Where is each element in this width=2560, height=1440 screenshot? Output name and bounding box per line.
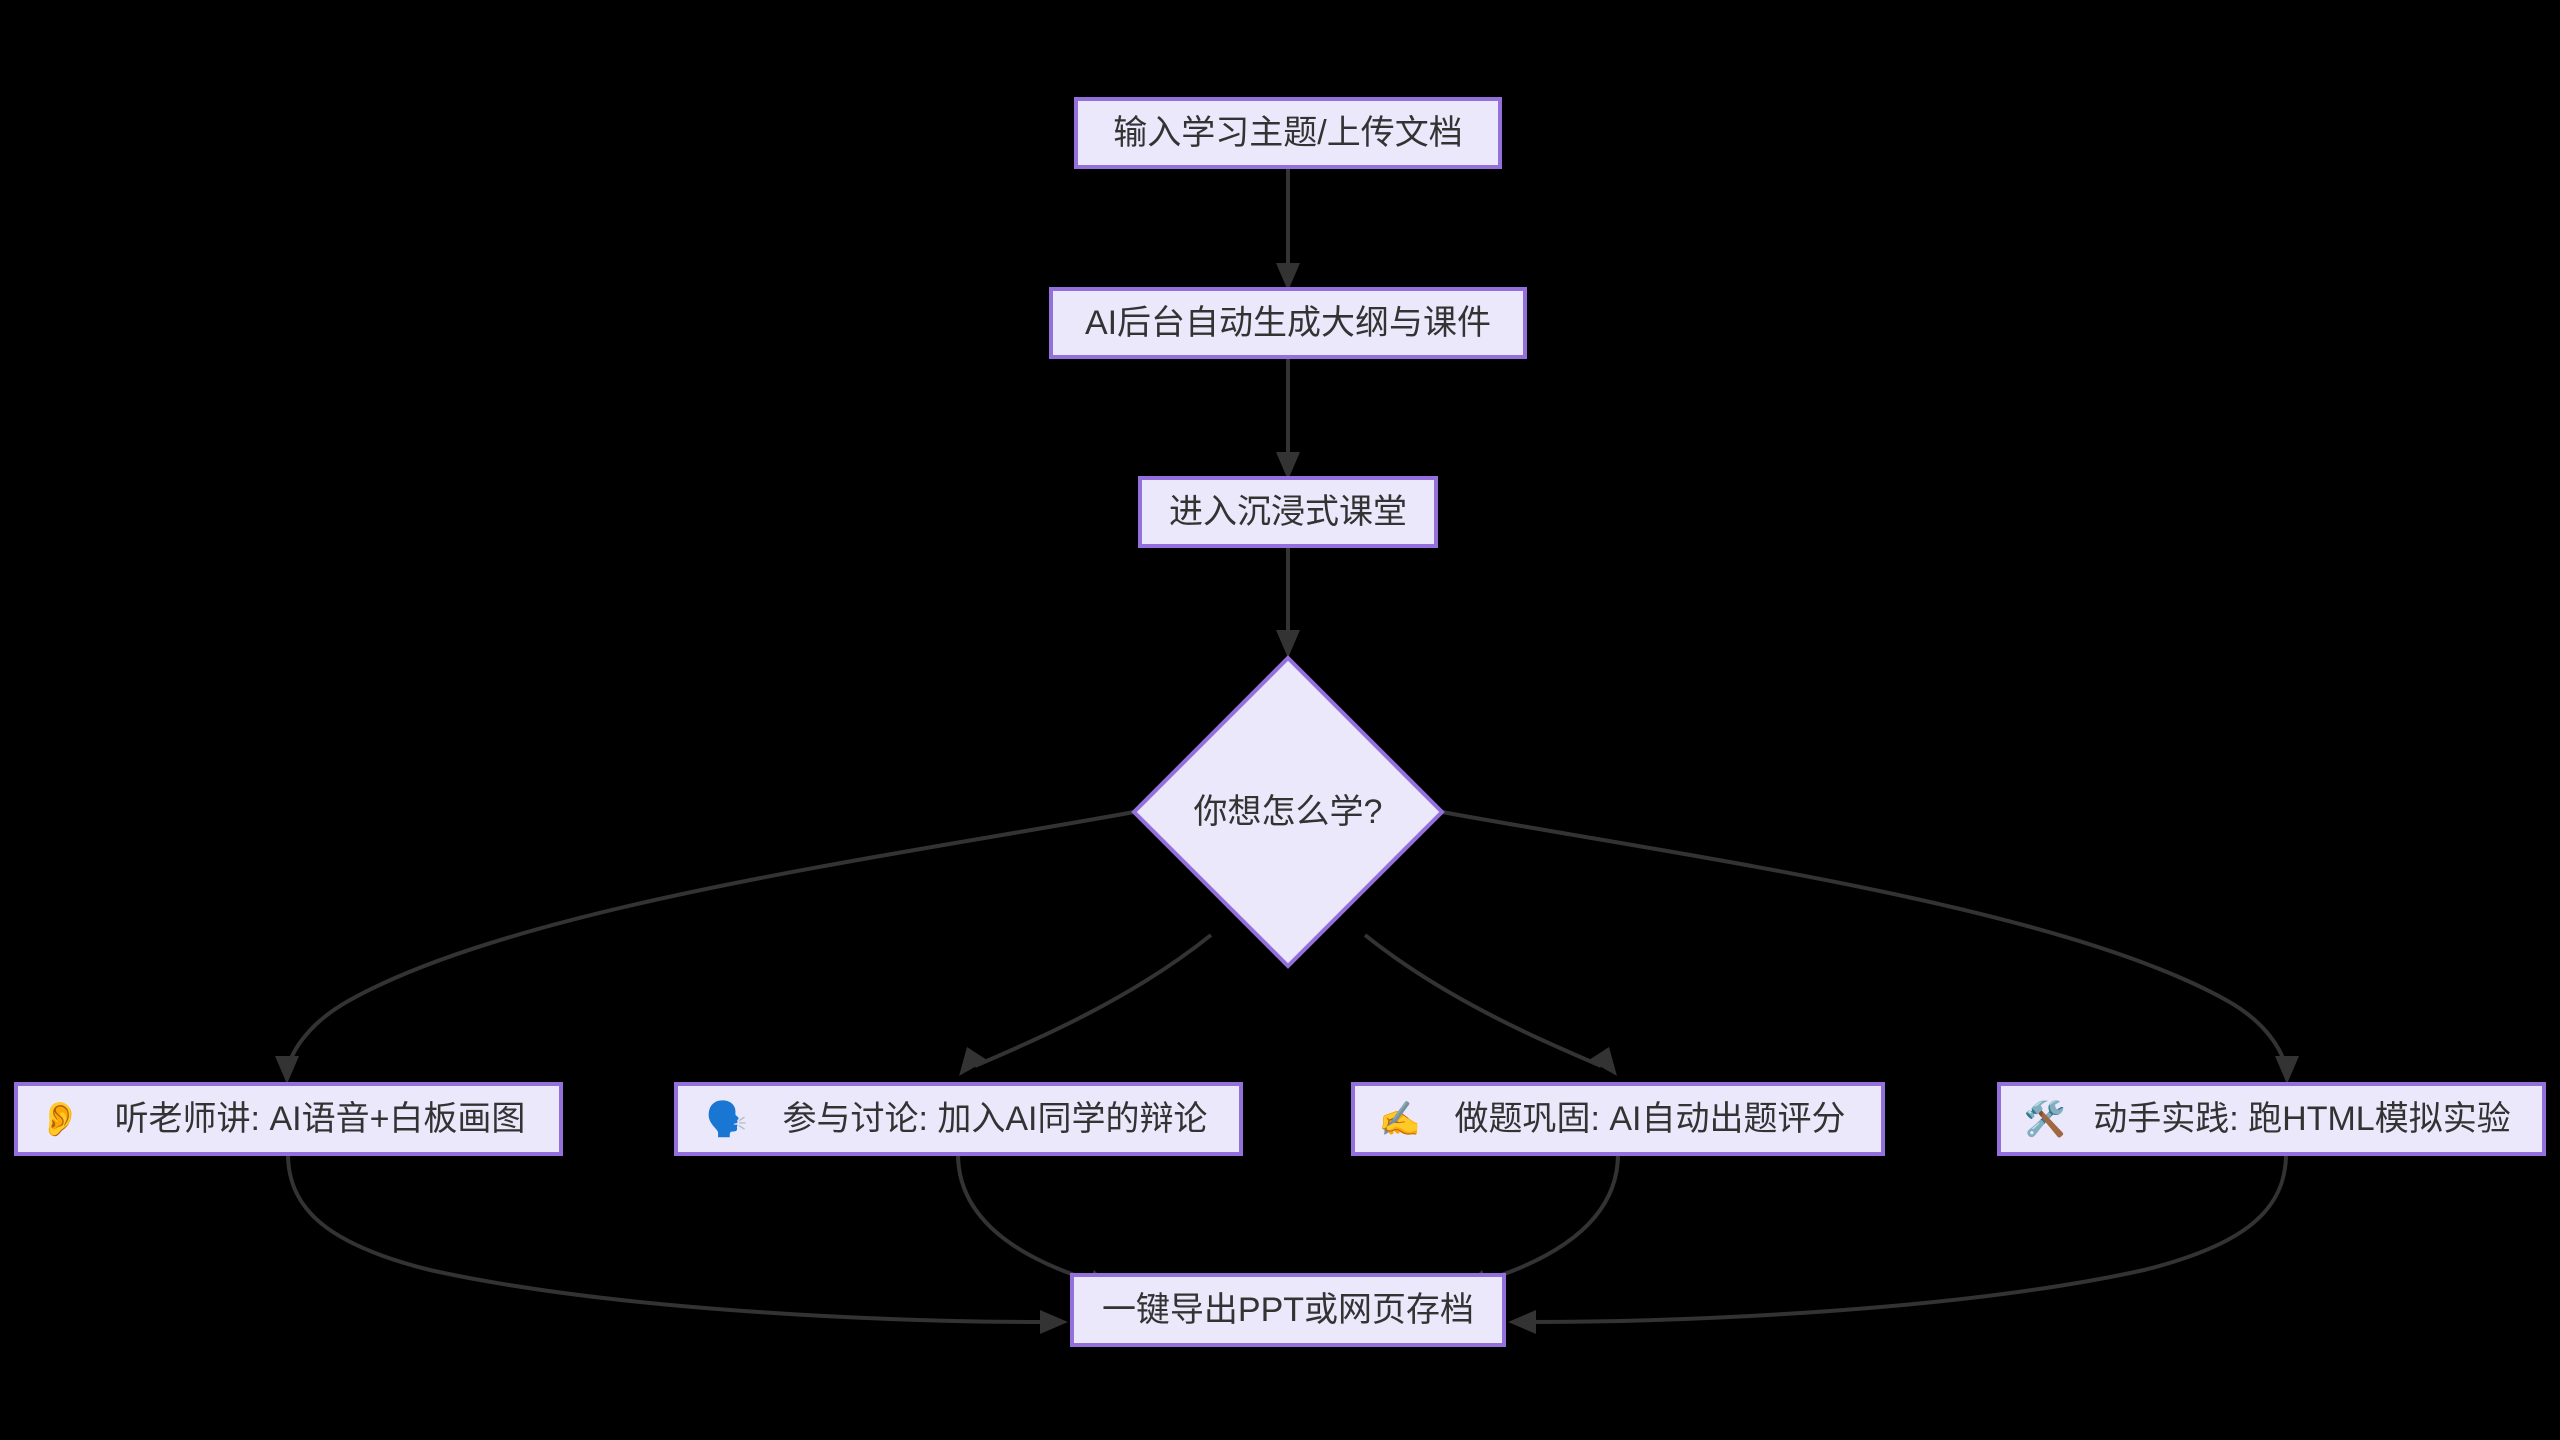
edge-generate-to-classroom <box>1276 357 1300 480</box>
node-input-label: 输入学习主题/上传文档 <box>1113 114 1462 152</box>
edges-group <box>275 167 2299 1334</box>
node-practice[interactable]: ✍️ 做题巩固: AI自动出题评分 <box>1351 1082 1885 1156</box>
node-handson-emoji: 🛠️ <box>2024 1099 2066 1140</box>
edge-classroom-to-decision <box>1276 546 1300 658</box>
edge-decision-to-listen <box>275 810 1135 1084</box>
node-classroom[interactable]: 进入沉浸式课堂 <box>1138 476 1438 548</box>
node-practice-label: 做题巩固: AI自动出题评分 <box>1454 1100 1845 1138</box>
node-listen-label: 听老师讲: AI语音+白板画图 <box>115 1100 526 1138</box>
node-generate-label: AI后台自动生成大纲与课件 <box>1085 304 1491 342</box>
edge-listen-to-export <box>286 1153 1068 1334</box>
nodes-group: 输入学习主题/上传文档 AI后台自动生成大纲与课件 进入沉浸式课堂 你想怎么学?… <box>14 97 2546 1347</box>
node-handson[interactable]: 🛠️ 动手实践: 跑HTML模拟实验 <box>1997 1082 2546 1156</box>
edge-decision-to-practice <box>1363 933 1617 1076</box>
node-export[interactable]: 一键导出PPT或网页存档 <box>1070 1273 1506 1347</box>
edge-practice-to-export <box>1464 1153 1620 1292</box>
node-listen[interactable]: 👂 听老师讲: AI语音+白板画图 <box>14 1082 563 1156</box>
node-handson-label: 动手实践: 跑HTML模拟实验 <box>2093 1100 2510 1138</box>
node-practice-emoji: ✍️ <box>1379 1100 1421 1140</box>
edge-discuss-to-export <box>956 1153 1112 1292</box>
node-classroom-label: 进入沉浸式课堂 <box>1169 493 1407 531</box>
node-decision[interactable]: 你想怎么学? <box>1131 655 1445 969</box>
node-discuss-emoji: 🗣️ <box>706 1100 748 1140</box>
edge-input-to-generate <box>1276 167 1300 291</box>
edge-handson-to-export <box>1508 1153 2288 1334</box>
node-listen-emoji: 👂 <box>39 1100 81 1140</box>
node-export-label: 一键导出PPT或网页存档 <box>1102 1291 1474 1329</box>
node-discuss[interactable]: 🗣️ 参与讨论: 加入AI同学的辩论 <box>674 1082 1243 1156</box>
node-input[interactable]: 输入学习主题/上传文档 <box>1074 97 1502 169</box>
edge-decision-to-discuss <box>959 933 1213 1076</box>
node-decision-label: 你想怎么学? <box>1194 793 1383 831</box>
edge-decision-to-handson <box>1441 810 2299 1084</box>
node-discuss-label: 参与讨论: 加入AI同学的辩论 <box>782 1100 1207 1138</box>
node-generate[interactable]: AI后台自动生成大纲与课件 <box>1049 287 1527 359</box>
